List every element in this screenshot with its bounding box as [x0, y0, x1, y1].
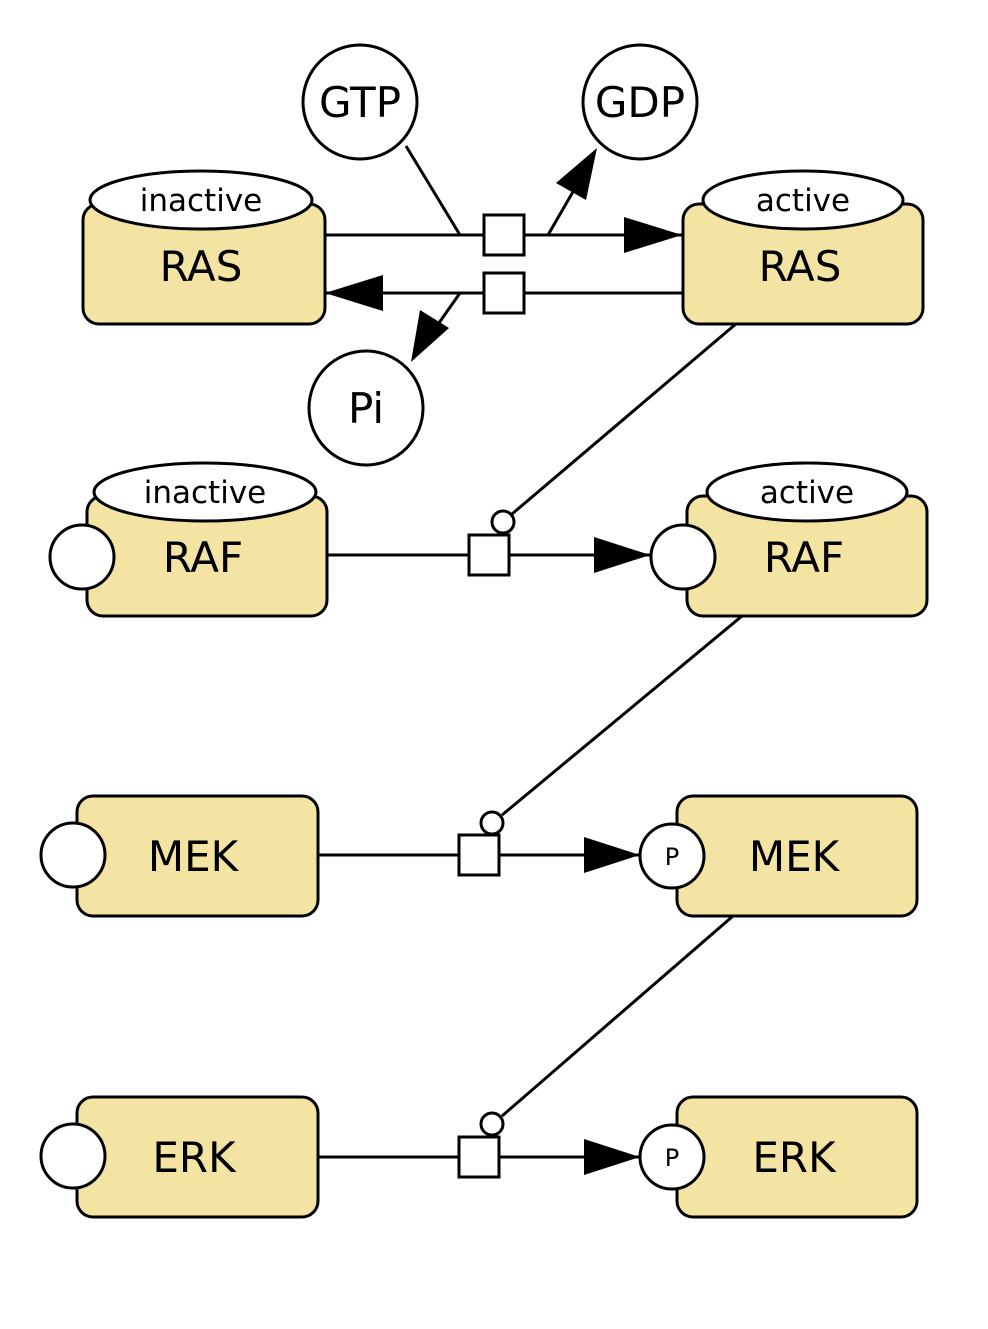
- catalysis-marker-mek: [479, 810, 505, 836]
- erk-phosphorylated-node: P ERK: [638, 1095, 919, 1219]
- state-variable: [92, 461, 318, 523]
- arrowhead-pi: [411, 310, 449, 362]
- phospho-site: [638, 1123, 706, 1191]
- arrowhead-ras-inactivation: [325, 275, 383, 311]
- arrowhead-erk: [584, 1139, 640, 1175]
- unit-of-information: [39, 1122, 107, 1190]
- unit-of-information: [48, 523, 116, 591]
- arrowhead-mek: [584, 837, 640, 873]
- process-ras-activation: [482, 213, 526, 257]
- small-molecule-gdp: GDP: [581, 43, 699, 161]
- process-nodes: [457, 213, 526, 1179]
- node-label: RAF: [764, 533, 844, 582]
- node-label: RAS: [160, 242, 243, 291]
- state-label: active: [756, 183, 850, 219]
- raf-active-node: active RAF: [649, 461, 929, 618]
- small-molecule-pi: Pi: [307, 349, 425, 467]
- catalysis-raf-mek: [501, 614, 743, 817]
- ras-active-node: active RAS: [681, 169, 925, 326]
- node-label: MEK: [749, 832, 841, 881]
- phospho-site: [638, 822, 706, 890]
- arrowhead-gdp: [556, 148, 597, 200]
- state-variable: [701, 169, 905, 231]
- phospho-label: P: [665, 1144, 679, 1172]
- gtp-label: GTP: [319, 78, 401, 127]
- state-label: active: [760, 475, 854, 511]
- ras-inactive-node: inactive RAS: [81, 169, 327, 326]
- catalysis-mek-erk: [501, 914, 734, 1118]
- edges: [318, 145, 743, 1175]
- process-mek-phosphorylation: [457, 833, 501, 877]
- pi-label: Pi: [348, 384, 384, 433]
- erk-node: ERK: [39, 1095, 320, 1219]
- unit-of-information: [39, 821, 107, 889]
- arrowhead-ras-activation: [624, 217, 682, 253]
- arrowhead-raf: [594, 537, 650, 573]
- small-molecule-gtp: GTP: [301, 43, 419, 161]
- catalysis-marker-erk: [479, 1111, 505, 1137]
- catalysis-ras-raf: [511, 321, 738, 516]
- node-label: ERK: [752, 1133, 837, 1182]
- state-variable: [705, 461, 909, 523]
- edge-gtp-consumption: [404, 145, 462, 236]
- node-label: MEK: [148, 832, 240, 881]
- catalysis-marker-raf: [490, 509, 516, 535]
- state-label: inactive: [140, 183, 263, 219]
- process-raf-activation: [467, 533, 511, 577]
- mek-node: MEK: [39, 794, 320, 918]
- raf-inactive-node: inactive RAF: [48, 461, 329, 618]
- state-label: inactive: [144, 475, 267, 511]
- process-erk-phosphorylation: [457, 1135, 501, 1179]
- process-ras-inactivation: [482, 271, 526, 315]
- edge-gdp-production: [546, 189, 576, 236]
- mek-phosphorylated-node: P MEK: [638, 794, 919, 918]
- phospho-label: P: [665, 843, 679, 871]
- gdp-label: GDP: [595, 78, 685, 127]
- unit-of-information: [649, 523, 717, 591]
- node-label: RAF: [163, 533, 243, 582]
- node-label: ERK: [152, 1133, 237, 1182]
- state-variable: [88, 169, 314, 231]
- node-label: RAS: [759, 242, 842, 291]
